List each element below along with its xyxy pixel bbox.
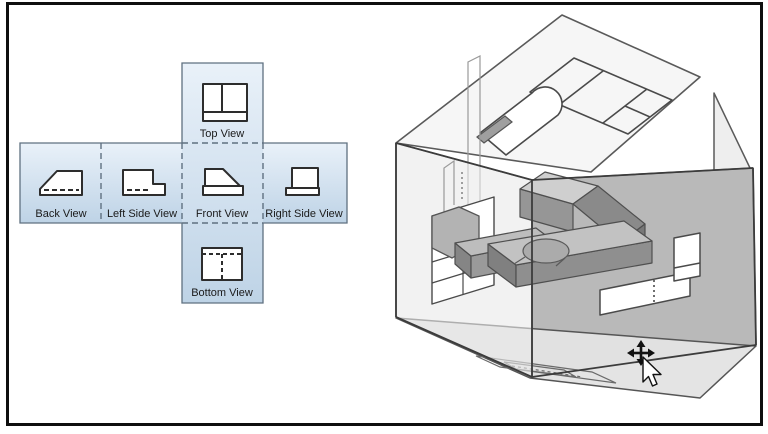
right-face-cutout xyxy=(599,232,701,316)
column-outline xyxy=(181,62,264,304)
glass-box-edges xyxy=(395,142,757,378)
unfolded-views-diagram: Top View Back View Left Side View Front … xyxy=(19,62,348,304)
top-view-label: Top View xyxy=(200,128,244,140)
front-view-label: Front View xyxy=(196,208,248,220)
fold-lines xyxy=(100,142,264,224)
bottom-view-label: Bottom View xyxy=(191,287,253,299)
front-view-shape xyxy=(202,168,244,196)
move-cursor-icon xyxy=(627,340,655,366)
left-side-view-label: Left Side View xyxy=(107,208,177,220)
bottom-view-shape xyxy=(201,247,243,281)
back-view-label: Back View xyxy=(35,208,86,220)
right-side-view-shape xyxy=(285,167,320,196)
right-side-view-label: Right Side View xyxy=(265,208,343,220)
top-lid-flap[interactable] xyxy=(395,14,701,173)
object-u-notch xyxy=(522,238,570,264)
solid-object xyxy=(454,171,653,288)
top-view-shape xyxy=(202,83,248,122)
back-view-shape xyxy=(39,170,83,196)
glass-box-illustration xyxy=(395,14,757,399)
lid-slot-hole xyxy=(476,115,513,144)
left-side-view-shape xyxy=(122,169,166,196)
shaded-right-face xyxy=(531,167,757,378)
lid-top-view-drawing xyxy=(479,57,673,156)
arrow-pointer-icon xyxy=(642,356,662,387)
